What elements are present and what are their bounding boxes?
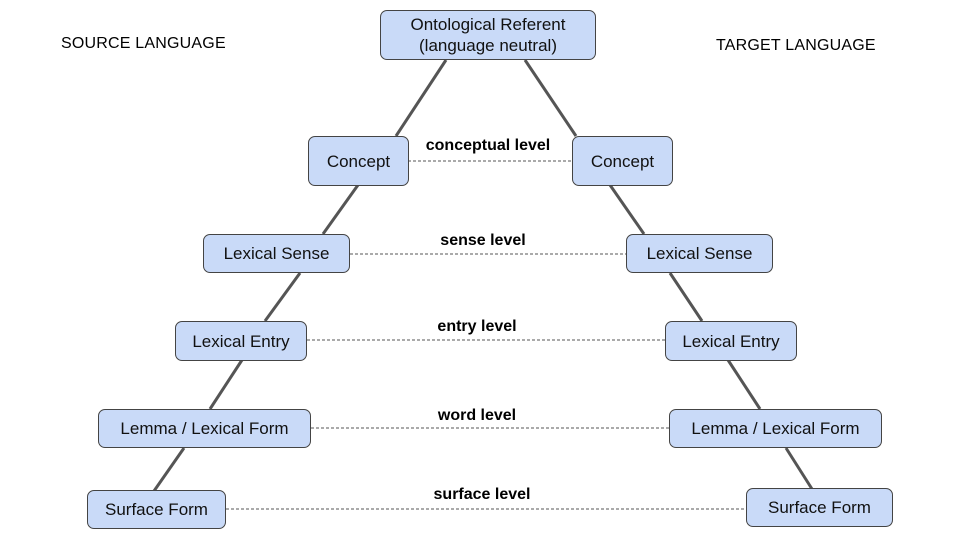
- link-referent-target-concept: [523, 59, 578, 137]
- sense-level-label: sense level: [440, 232, 526, 249]
- source-concept-node[interactable]: Concept: [308, 136, 409, 186]
- link-source-lemma-surface: [152, 447, 186, 492]
- source-surface-form-node[interactable]: Surface Form: [87, 490, 226, 529]
- target-concept-node[interactable]: Concept: [572, 136, 673, 186]
- source-lexical-entry-node[interactable]: Lexical Entry: [175, 321, 307, 361]
- referent-title: Ontological Referent: [410, 15, 566, 34]
- link-source-entry-lemma: [208, 359, 244, 410]
- target-lexical-sense-node[interactable]: Lexical Sense: [626, 234, 773, 273]
- target-lexical-entry-node[interactable]: Lexical Entry: [665, 321, 797, 361]
- word-level-label: word level: [437, 407, 517, 424]
- entry-level-label: entry level: [437, 318, 517, 335]
- link-target-lemma-surface: [784, 447, 814, 490]
- source-lexical-sense-node[interactable]: Lexical Sense: [203, 234, 350, 273]
- link-source-sense-entry: [263, 272, 302, 322]
- conceptual-level-label: conceptual level: [425, 137, 551, 154]
- source-language-heading: SOURCE LANGUAGE: [61, 35, 226, 52]
- referent-subtitle: (language neutral): [419, 36, 557, 55]
- link-source-concept-sense: [321, 184, 360, 235]
- link-target-entry-lemma: [726, 359, 762, 410]
- link-target-sense-entry: [668, 272, 704, 322]
- link-target-concept-sense: [608, 184, 646, 235]
- target-surface-form-node[interactable]: Surface Form: [746, 488, 893, 527]
- link-referent-source-concept: [394, 59, 448, 137]
- source-lemma-node[interactable]: Lemma / Lexical Form: [98, 409, 311, 448]
- target-lemma-node[interactable]: Lemma / Lexical Form: [669, 409, 882, 448]
- ontological-referent-node[interactable]: Ontological Referent (language neutral): [380, 10, 596, 60]
- target-language-heading: TARGET LANGUAGE: [716, 37, 876, 54]
- surface-level-label: surface level: [433, 486, 531, 503]
